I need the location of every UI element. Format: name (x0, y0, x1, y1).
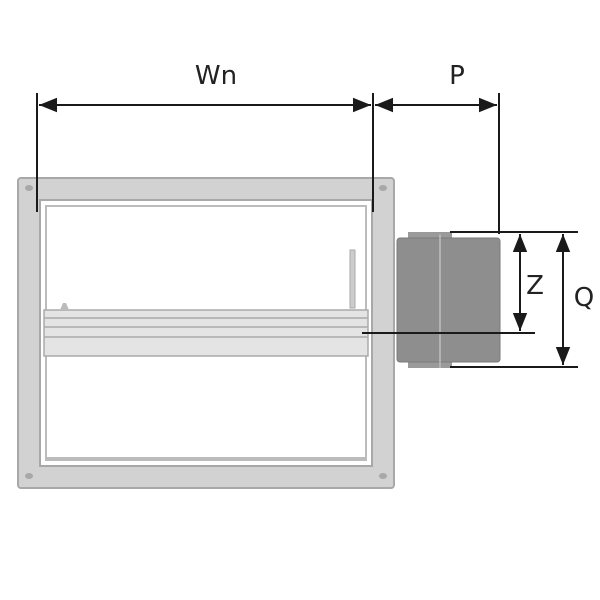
bolt-hole-icon (25, 185, 33, 191)
bolt-hole-icon (25, 473, 33, 479)
actuator-box (396, 232, 501, 368)
bolt-hole-icon (379, 185, 387, 191)
bolt-hole-icon (379, 473, 387, 479)
q-label: Q (574, 283, 594, 313)
dimension-lines (36, 93, 578, 368)
z-label: Z (526, 271, 544, 301)
wn-label: Wn (195, 61, 237, 91)
p-label: P (449, 61, 465, 91)
damper-blade (43, 249, 369, 459)
